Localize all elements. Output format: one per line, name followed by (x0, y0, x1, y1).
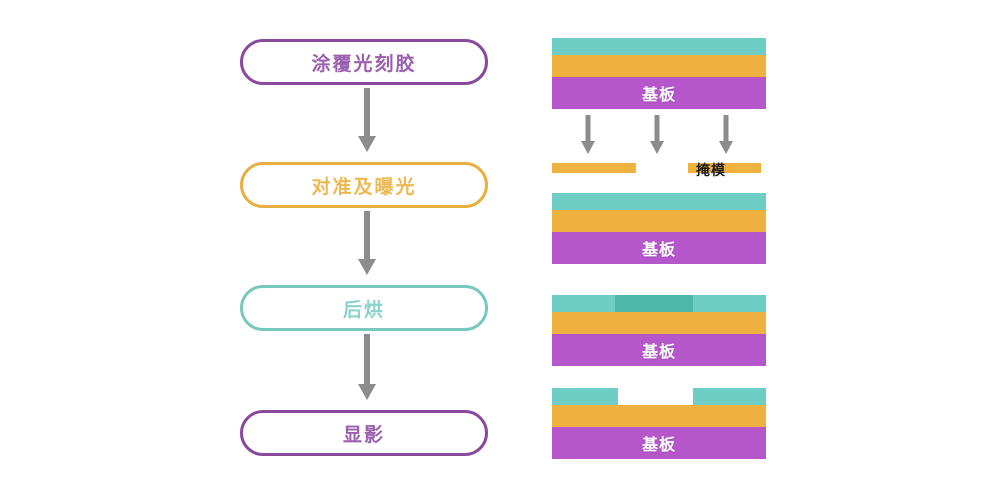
wafer-stack-post-baked: 基板 (552, 295, 766, 366)
oxide-layer (552, 312, 766, 334)
oxide-layer (552, 405, 766, 427)
flow-node-develop[interactable]: 显影 (240, 410, 488, 456)
substrate-layer: 基板 (552, 334, 766, 366)
substrate-label: 基板 (641, 344, 676, 361)
oxide-layer (552, 55, 766, 77)
flow-node-label: 涂覆光刻胶 (311, 53, 417, 75)
wafer-stack-exposing: 基板 (552, 193, 766, 264)
process-flowchart: 涂覆光刻胶 对准及曝光 后烘 显影 (240, 39, 488, 456)
photomask-bar-right (688, 163, 761, 173)
photoresist-layer (552, 193, 766, 210)
down-arrow-icon (718, 115, 734, 160)
photoresist-layer (552, 38, 766, 55)
cross-section-illustrations: 基板 掩模 基板 (520, 0, 1000, 500)
wafer-stack-coated: 基板 (552, 38, 766, 109)
flow-node-label: 对准及曝光 (311, 176, 417, 198)
substrate-label: 基板 (641, 87, 676, 104)
flow-node-post-bake[interactable]: 后烘 (240, 285, 488, 331)
substrate-label: 基板 (641, 437, 676, 454)
photomask-bar-left (552, 163, 636, 173)
flow-node-label: 显影 (342, 424, 385, 446)
wafer-stack-developed: 基板 (552, 388, 766, 459)
substrate-layer: 基板 (552, 427, 766, 459)
down-arrow-icon (649, 115, 665, 160)
photoresist-layer (552, 388, 766, 405)
developed-window-region (618, 388, 694, 405)
photomask-label: 掩模 (696, 162, 726, 178)
flow-node-align-expose[interactable]: 对准及曝光 (240, 162, 488, 208)
photoresist-layer (552, 295, 766, 312)
substrate-layer: 基板 (552, 77, 766, 109)
substrate-layer: 基板 (552, 232, 766, 264)
substrate-label: 基板 (641, 242, 676, 259)
flow-node-coat-photoresist[interactable]: 涂覆光刻胶 (240, 39, 488, 85)
exposed-resist-region (615, 295, 694, 312)
exposure-mask-group: 掩模 (520, 0, 1000, 500)
down-arrow-icon (580, 115, 596, 160)
oxide-layer (552, 210, 766, 232)
down-arrow-icon (355, 88, 379, 159)
down-arrow-icon (355, 211, 379, 282)
flow-node-label: 后烘 (342, 299, 385, 321)
down-arrow-icon (355, 334, 379, 407)
